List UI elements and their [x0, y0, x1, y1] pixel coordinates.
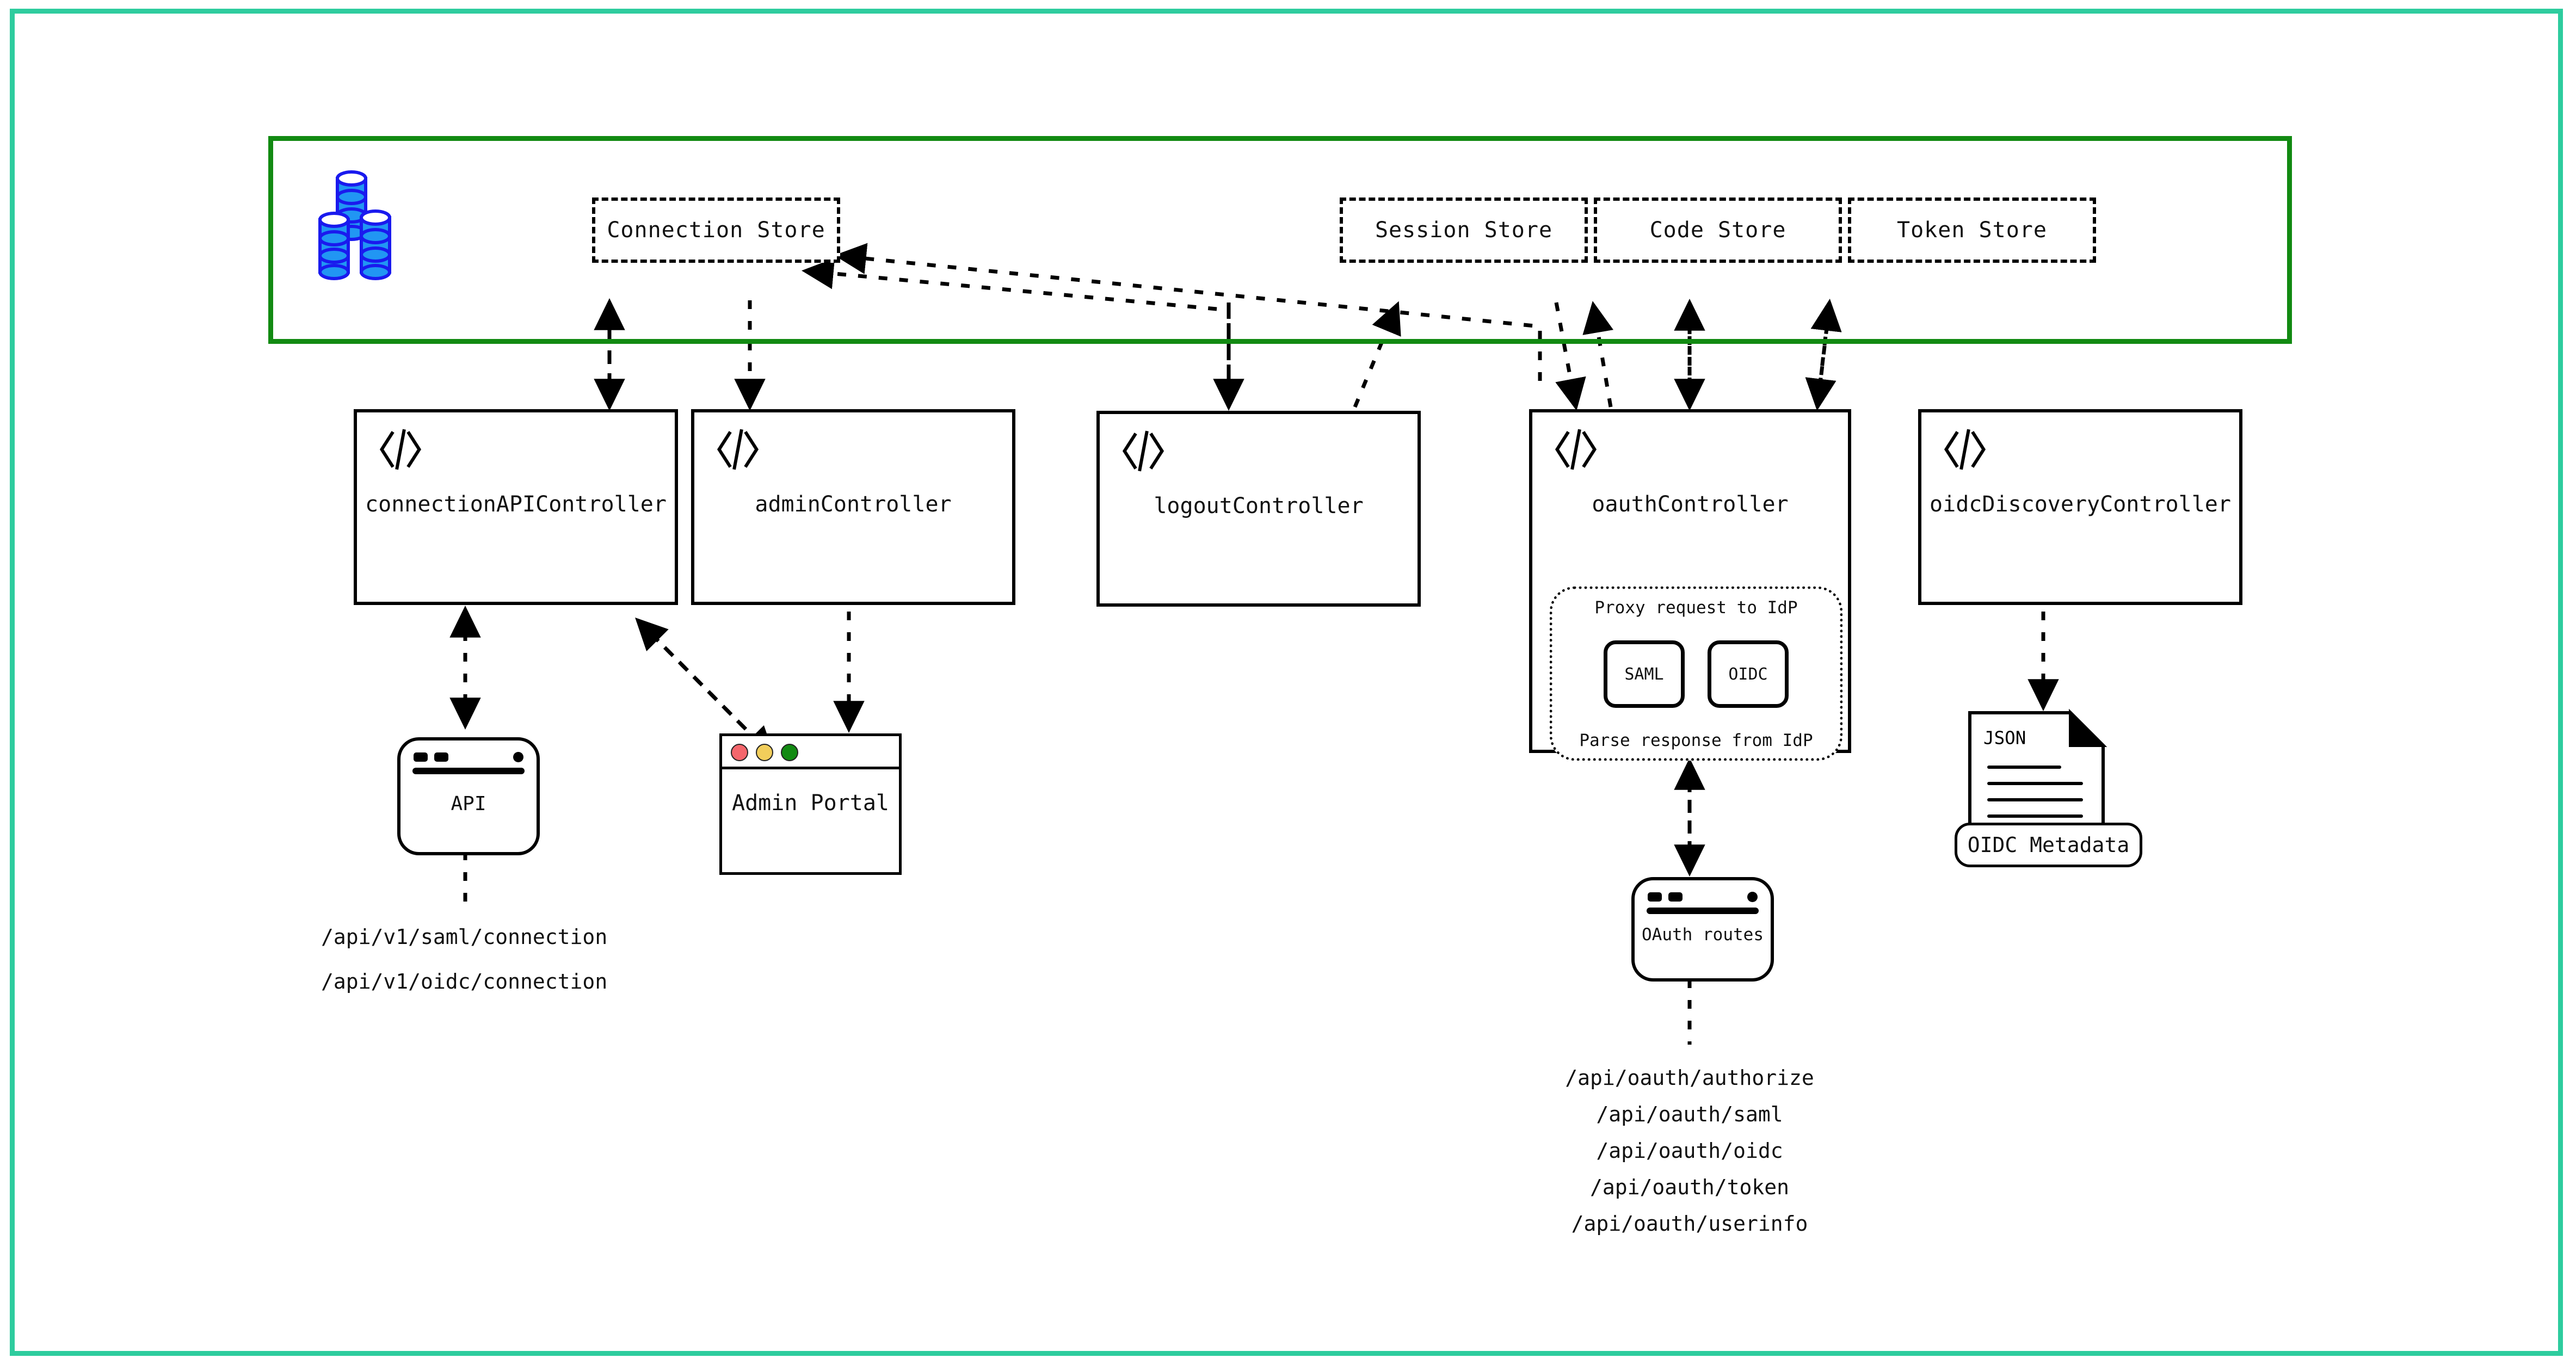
- admin-portal-titlebar: [722, 736, 899, 769]
- code-store-label: Code Store: [1649, 218, 1786, 243]
- conn-oauthcontroller-to-sessionstore: [1582, 301, 1613, 408]
- api-node-label: API: [451, 793, 486, 815]
- endpoint-oauth-oidc: /api/oauth/oidc: [1596, 1139, 1783, 1163]
- session-store[interactable]: Session Store: [1340, 198, 1588, 263]
- conn-sessionstore-to-oauthcontroller: [1554, 302, 1586, 411]
- connection-api-controller[interactable]: connectionAPIController: [354, 409, 678, 605]
- api-node-titlebar: [400, 740, 537, 775]
- admin-controller[interactable]: adminController: [691, 409, 1015, 605]
- idp-protocol-row: SAML OIDC: [1604, 640, 1789, 708]
- code-store[interactable]: Code Store: [1594, 198, 1842, 263]
- json-doc-tag: JSON: [1983, 728, 2026, 749]
- code-icon: [1122, 430, 1164, 472]
- connection-store[interactable]: Connection Store: [592, 198, 840, 263]
- oidc-discovery-controller[interactable]: oidcDiscoveryController: [1918, 409, 2242, 605]
- endpoint-oauth-authorize: /api/oauth/authorize: [1565, 1066, 1814, 1090]
- logout-controller[interactable]: logoutController: [1096, 411, 1421, 607]
- oauth-routes-node[interactable]: OAuth routes: [1631, 877, 1774, 982]
- code-icon: [1555, 429, 1597, 470]
- minimize-traffic-light-icon[interactable]: [756, 744, 773, 761]
- window-dot-icon: [1668, 892, 1683, 902]
- token-store-label: Token Store: [1897, 218, 2047, 243]
- window-dot-icon: [1648, 892, 1662, 902]
- close-traffic-light-icon[interactable]: [731, 744, 748, 761]
- window-rule: [1647, 908, 1759, 914]
- oauth-routes-label: OAuth routes: [1642, 925, 1764, 945]
- connection-store-label: Connection Store: [607, 218, 825, 243]
- endpoint-oauth-token: /api/oauth/token: [1589, 1175, 1790, 1199]
- endpoint-oidc-connection: /api/v1/oidc/connection: [321, 970, 608, 993]
- logout-controller-label: logoutController: [1154, 493, 1364, 519]
- code-icon: [1944, 429, 1986, 470]
- saml-chip-label: SAML: [1624, 664, 1664, 684]
- database-stack-icon: [318, 170, 391, 280]
- maximize-traffic-light-icon[interactable]: [781, 744, 798, 761]
- oauth-controller-label: oauthController: [1592, 492, 1789, 517]
- api-node[interactable]: API: [397, 737, 540, 855]
- oidc-metadata-label: OIDC Metadata: [1967, 833, 2130, 857]
- endpoint-oauth-userinfo: /api/oauth/userinfo: [1571, 1212, 1808, 1236]
- oauth-controller[interactable]: oauthController Proxy request to IdP SAM…: [1529, 409, 1851, 761]
- admin-portal-node[interactable]: Admin Portal: [719, 733, 902, 875]
- oidc-discovery-controller-label: oidcDiscoveryController: [1930, 492, 2231, 517]
- token-store[interactable]: Token Store: [1848, 198, 2096, 263]
- endpoint-saml-connection: /api/v1/saml/connection: [321, 925, 608, 949]
- oauth-endpoint-list: /api/oauth/authorize /api/oauth/saml /ap…: [1526, 1060, 1853, 1242]
- conn-logoutcontroller-to-connectionstore: [802, 258, 1231, 381]
- idp-proxy-caption: Proxy request to IdP: [1594, 598, 1798, 618]
- oidc-metadata-pill[interactable]: OIDC Metadata: [1955, 823, 2142, 867]
- data-store-group: [268, 136, 2292, 344]
- outer-frame-border: [10, 9, 2563, 1356]
- session-store-label: Session Store: [1375, 218, 1553, 243]
- code-icon: [379, 429, 422, 470]
- endpoint-oauth-saml: /api/oauth/saml: [1596, 1102, 1783, 1126]
- conn-oauthcontroller-to-tokenstore: [1810, 299, 1842, 408]
- oidc-chip[interactable]: OIDC: [1708, 640, 1789, 708]
- admin-controller-label: adminController: [755, 492, 952, 517]
- window-dot-icon: [434, 752, 448, 762]
- window-dot-icon: [1747, 892, 1758, 902]
- idp-proxy-panel: Proxy request to IdP SAML OIDC Parse res…: [1550, 587, 1842, 761]
- window-dot-icon: [513, 752, 523, 762]
- oidc-chip-label: OIDC: [1728, 664, 1768, 684]
- admin-portal-label: Admin Portal: [732, 791, 889, 816]
- code-icon: [717, 429, 759, 470]
- saml-chip[interactable]: SAML: [1604, 640, 1685, 708]
- window-dot-icon: [414, 752, 428, 762]
- oauth-routes-titlebar: [1635, 880, 1771, 915]
- window-rule: [412, 768, 525, 774]
- connection-api-controller-label: connectionAPIController: [365, 492, 667, 517]
- idp-parse-caption: Parse response from IdP: [1579, 731, 1813, 750]
- conn-oauthcontroller-to-connectionstore: [834, 243, 1542, 381]
- conn-tokenstore-to-oauthcontroller: [1805, 304, 1837, 411]
